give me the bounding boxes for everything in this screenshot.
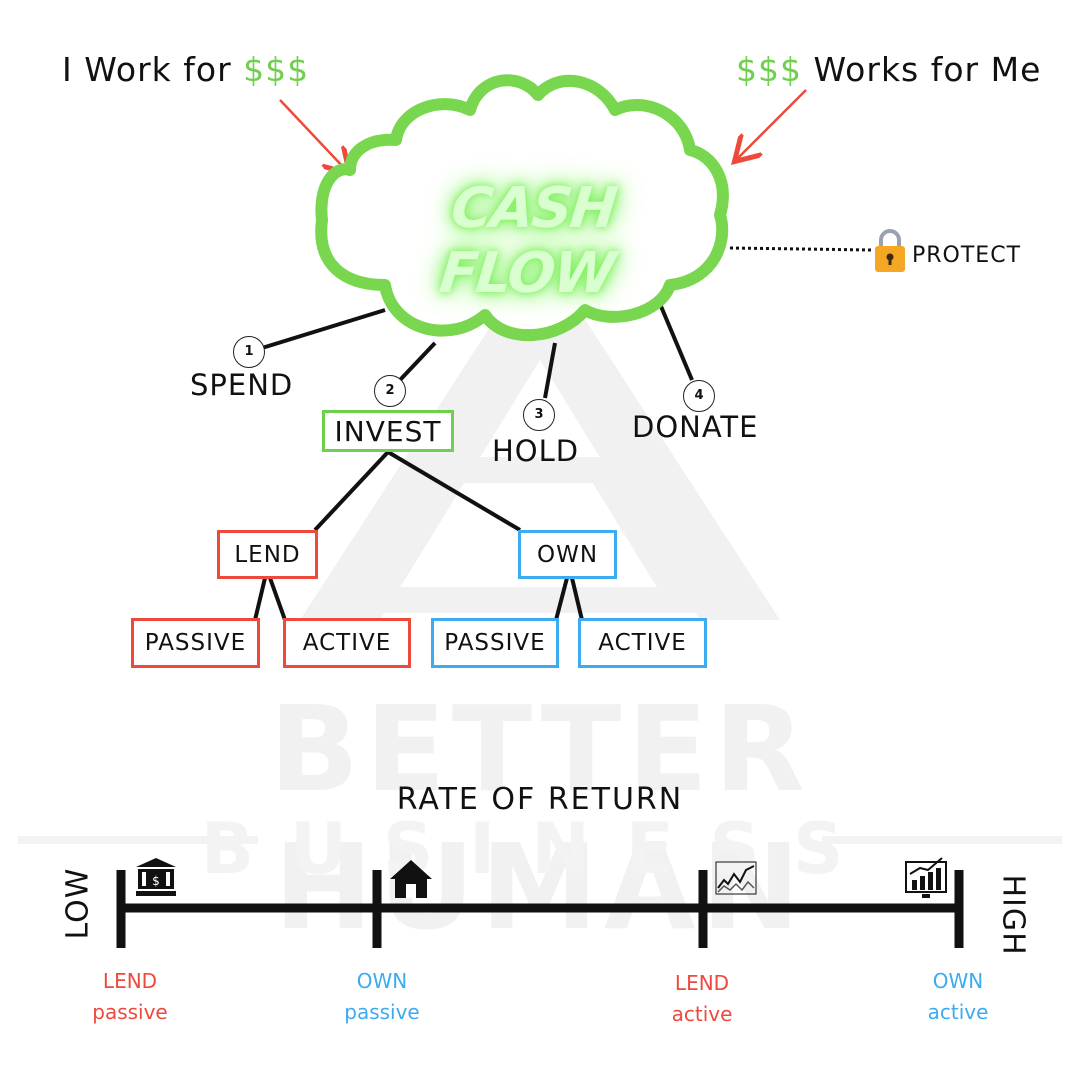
- own-box: OWN: [518, 530, 617, 579]
- arrow-right: [738, 89, 807, 158]
- scale-tick-label-3: LEND active: [642, 968, 762, 1030]
- house-icon: [390, 860, 432, 898]
- scale-tick-2-top: OWN: [356, 969, 408, 993]
- watermark-rule-left: [18, 836, 258, 844]
- scale-tick-1-bottom: passive: [92, 1000, 168, 1024]
- cash-flow-cloud: [315, 74, 729, 341]
- branch-line-hold: [543, 342, 557, 399]
- lend-to-passive-line: [253, 577, 267, 621]
- headline-right-money: $$$: [736, 50, 802, 89]
- scale-tick-2-bottom: passive: [344, 1000, 420, 1024]
- invest-to-lend-line: [313, 450, 390, 532]
- scale-low-label: LOW: [60, 867, 96, 940]
- lend-active-box: ACTIVE: [283, 618, 411, 668]
- scale-tick-4-top: OWN: [932, 969, 984, 993]
- scale-tick-label-2: OWN passive: [322, 966, 442, 1028]
- watermark-line1: BETTER HUMAN: [269, 680, 811, 956]
- branch-label-donate: DONATE: [632, 410, 759, 444]
- watermark-rule-right: [822, 836, 1062, 844]
- branch-label-hold: HOLD: [492, 434, 580, 468]
- scale-tick-label-4: OWN active: [898, 966, 1018, 1028]
- headline-left-money: $$$: [243, 50, 310, 89]
- lend-box: LEND: [217, 530, 318, 579]
- bank-icon: $: [136, 858, 176, 896]
- scale-high-label: HIGH: [995, 874, 1031, 956]
- branch-line-invest: [398, 341, 437, 382]
- lend-passive-box: PASSIVE: [131, 618, 260, 668]
- rate-of-return-title: RATE OF RETURN: [396, 782, 684, 817]
- own-to-passive-line: [554, 577, 569, 621]
- invest-to-own-line: [386, 450, 522, 532]
- scale-tick-3-bottom: active: [671, 1002, 733, 1026]
- headline-right-suffix: Works for Me: [802, 50, 1042, 89]
- arrow-left: [279, 99, 346, 170]
- branch-number-1: 1: [233, 336, 265, 368]
- stock-chart-icon: [715, 861, 757, 895]
- own-passive-box: PASSIVE: [431, 618, 559, 668]
- own-active-box: ACTIVE: [578, 618, 707, 668]
- headline-left-prefix: I Work for: [62, 50, 244, 89]
- headline-left: I Work for $$$: [62, 50, 309, 89]
- branch-number-3: 3: [523, 399, 555, 431]
- own-to-active-line: [570, 577, 584, 621]
- branch-line-spend: [261, 308, 386, 350]
- scale-tick-label-1: LEND passive: [70, 966, 190, 1028]
- padlock-icon: [875, 229, 905, 272]
- analytics-monitor-icon: [905, 857, 947, 898]
- protect-dotted-line: [729, 246, 873, 252]
- lend-to-active-line: [268, 577, 287, 621]
- scale-tick-1-top: LEND: [102, 969, 158, 993]
- invest-box: INVEST: [322, 410, 454, 452]
- scale-tick-4-bottom: active: [927, 1000, 989, 1024]
- branch-number-2: 2: [374, 375, 406, 407]
- headline-right: $$$ Works for Me: [736, 50, 1041, 89]
- branch-number-4: 4: [683, 380, 715, 412]
- cloud-title: CASH FLOW: [436, 176, 619, 306]
- protect-label: PROTECT: [912, 243, 1022, 268]
- branch-label-spend: SPEND: [190, 368, 294, 402]
- scale-tick-3-top: LEND: [674, 971, 730, 995]
- svg-text:$: $: [152, 874, 160, 888]
